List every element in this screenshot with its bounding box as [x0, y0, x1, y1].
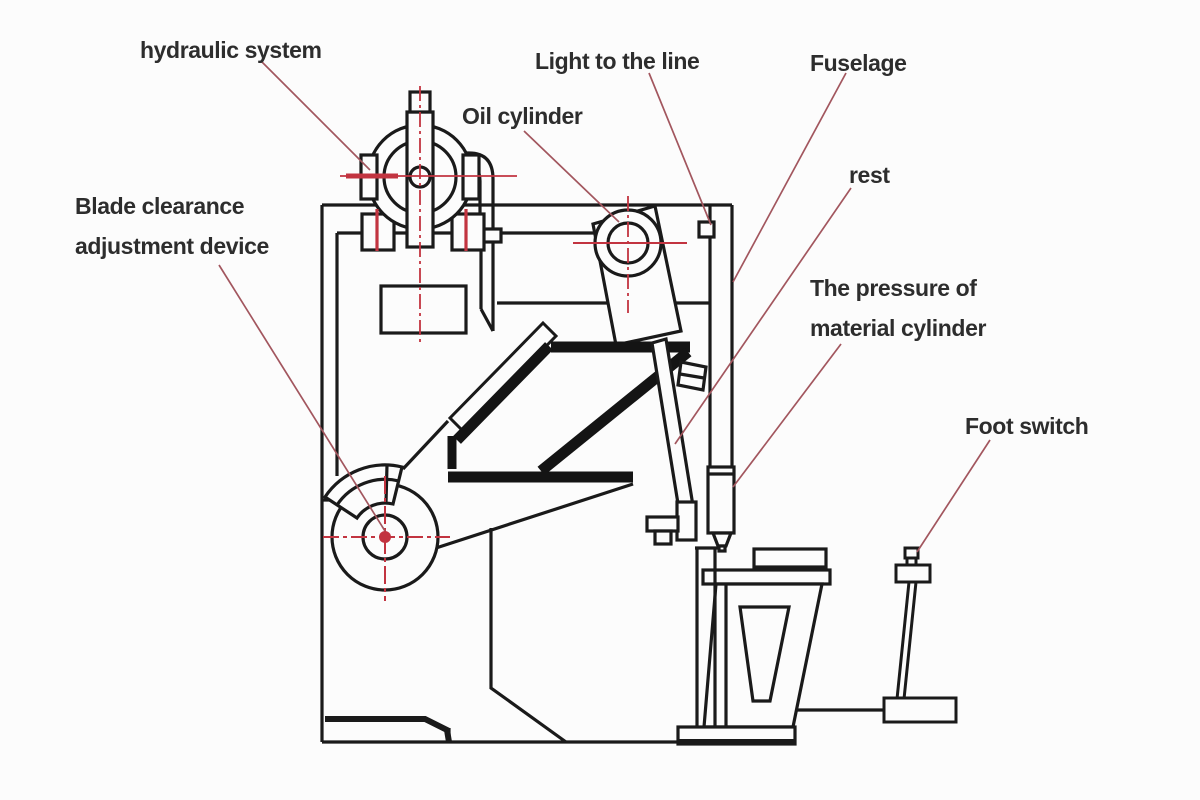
- label-pressure-line2: material cylinder: [810, 315, 987, 341]
- leader-hydraulic-system: [261, 61, 371, 171]
- label-hydraulic-system: hydraulic system: [140, 37, 322, 63]
- centerlines: [323, 86, 687, 601]
- material-stand: [676, 546, 884, 746]
- leader-foot-switch: [916, 439, 991, 553]
- blade-clearance-adjuster: [322, 463, 440, 592]
- label-pressure-cylinder: The pressure of material cylinder: [810, 268, 986, 348]
- label-pressure-line1: The pressure of: [810, 275, 977, 301]
- light-to-line-marker: [697, 220, 716, 239]
- oil-cylinder-assembly: [591, 203, 683, 347]
- label-rest: rest: [849, 162, 890, 188]
- label-blade-clearance-line1: Blade clearance: [75, 193, 245, 219]
- leader-light-to-the-line: [648, 72, 712, 226]
- leader-oil-cylinder: [523, 130, 620, 223]
- pressure-cylinder: [706, 465, 736, 553]
- leader-rest: [674, 187, 852, 445]
- leader-lines: [218, 61, 991, 553]
- label-blade-clearance-line2: adjustment device: [75, 233, 269, 259]
- label-fuselage: Fuselage: [810, 50, 907, 76]
- foot-switch-figure: [882, 546, 958, 724]
- blade-holder-bar: [645, 336, 708, 546]
- label-oil-cylinder: Oil cylinder: [462, 103, 583, 129]
- label-foot-switch: Foot switch: [965, 413, 1089, 439]
- leader-blade-clearance: [218, 264, 386, 532]
- leader-pressure-cylinder: [732, 343, 842, 488]
- label-blade-clearance: Blade clearance adjustment device: [75, 186, 269, 266]
- label-light-to-the-line: Light to the line: [535, 48, 700, 74]
- leader-fuselage: [732, 72, 847, 283]
